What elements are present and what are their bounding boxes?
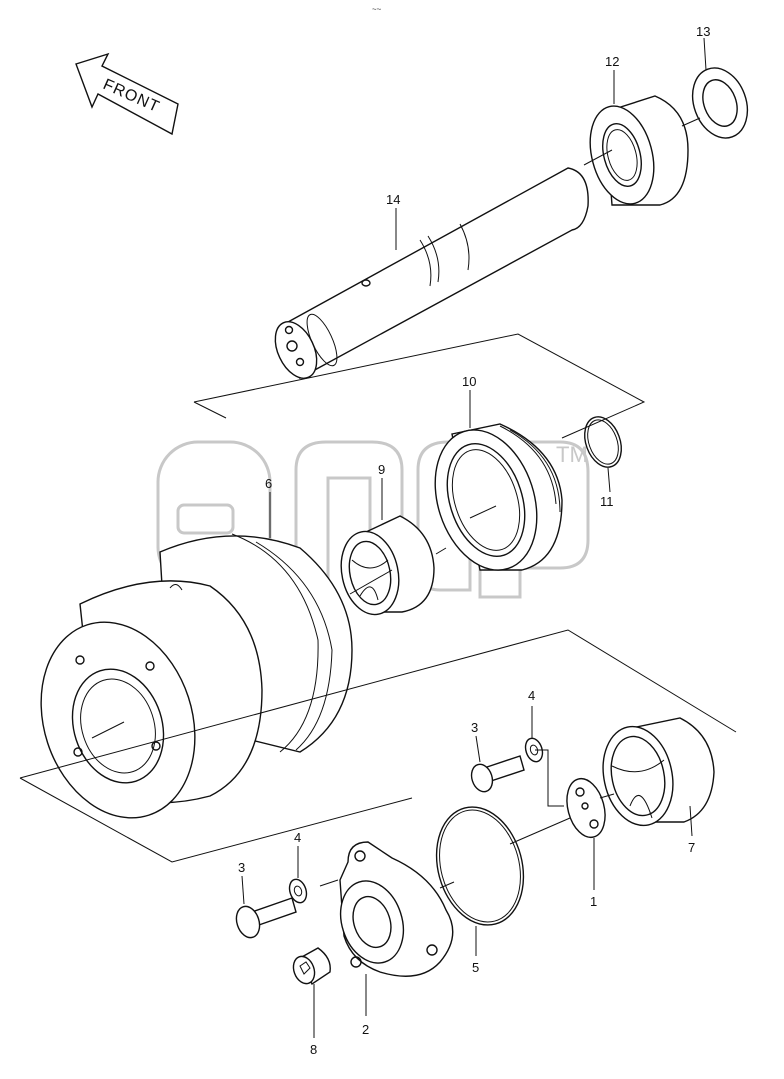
- front-label: FRONT: [100, 76, 162, 116]
- svg-text:~~: ~~: [372, 5, 382, 14]
- callout-9: 9: [378, 462, 385, 477]
- part-4-washer-upper: [524, 737, 544, 763]
- part-1-plate: [566, 777, 606, 839]
- callout-7: 7: [688, 840, 695, 855]
- part-9-bushing: [340, 515, 435, 616]
- callout-1: 1: [590, 894, 597, 909]
- part-14-shaft: [274, 167, 589, 380]
- callout-12: 12: [605, 54, 619, 69]
- part-3-bolt-upper: [470, 755, 525, 793]
- callout-2: 2: [362, 1022, 369, 1037]
- part-13-seal-ring: [691, 67, 749, 139]
- part-11-o-ring: [584, 416, 622, 468]
- callout-13: 13: [696, 24, 710, 39]
- callout-4-lower: 4: [294, 830, 301, 845]
- part-8-plug: [292, 947, 331, 986]
- part-12-bearing: [589, 95, 689, 206]
- assembly-outline-upper-left: [193, 401, 227, 419]
- assembly-outline-upper: [193, 333, 646, 439]
- part-3-bolt-lower: [235, 897, 297, 939]
- part-2-cover: [339, 841, 454, 977]
- callout-3-lower: 3: [238, 860, 245, 875]
- callout-5: 5: [472, 960, 479, 975]
- part-7-bushing: [602, 717, 715, 827]
- callout-11: 11: [600, 494, 614, 509]
- assembly-outline-lower: [19, 629, 737, 863]
- part-10-floating-seal: [434, 423, 563, 571]
- leader-lines: [241, 37, 707, 1038]
- watermark-trademark: TM: [556, 442, 588, 467]
- part-6-roller: [40, 533, 353, 819]
- callout-8: 8: [310, 1042, 317, 1057]
- callout-4-upper: 4: [528, 688, 535, 703]
- part-4-washer-lower: [288, 878, 308, 904]
- callout-10: 10: [462, 374, 476, 389]
- part-5-gasket: [435, 806, 525, 926]
- callout-6: 6: [265, 476, 272, 491]
- front-arrow: FRONT: [75, 52, 179, 136]
- callout-3-upper: 3: [471, 720, 478, 735]
- callout-14: 14: [386, 192, 400, 207]
- callouts: 13 12 14 10 11 9 6 4 3 7 1 5 4 3 2 8: [238, 24, 710, 1057]
